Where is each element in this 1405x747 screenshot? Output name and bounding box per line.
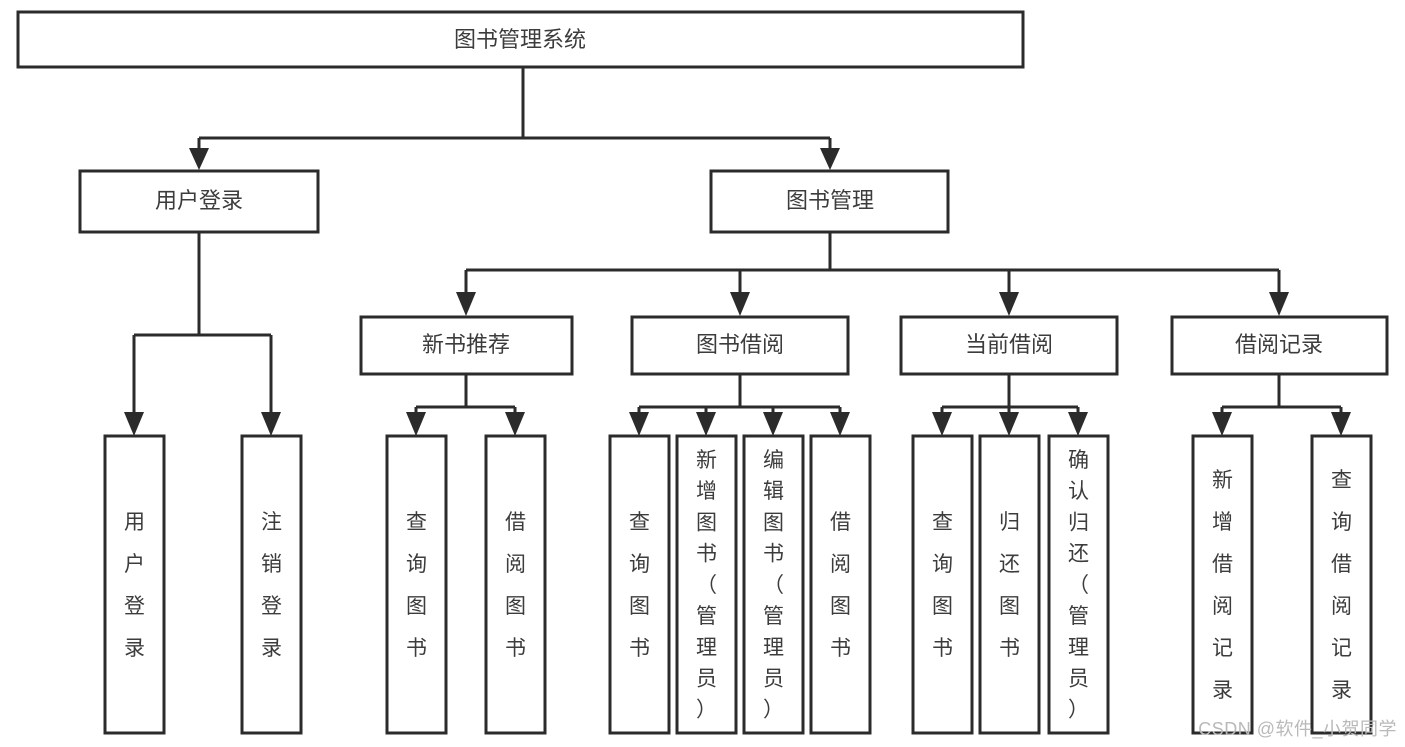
node-book-borrow-label: 图书借阅 [696,332,784,357]
leaf-node-label: 确认归还（管理员） [1068,449,1089,722]
leaf-node-label: 新增借阅记录 [1212,469,1233,702]
arrow-head-bookborrow-leaf-1 [629,412,649,436]
arrow-head-currentborrow-leaf-3 [1068,412,1088,436]
leaf-node-new-book-recommend-2[interactable]: 借阅图书 [484,434,547,735]
node-borrow-record-box [1170,315,1389,376]
node-book-manage-label: 图书管理 [786,188,874,213]
leaf-node-label: 查询图书 [406,511,427,660]
leaf-node-label: 用户登录 [124,511,145,660]
leaf-node-label: 借阅图书 [830,511,851,660]
leaf-node-current-borrow-2[interactable]: 归还图书 [978,434,1041,735]
leaf-node-box [484,434,547,735]
node-root-box [16,10,1025,69]
leaf-node-new-book-recommend-1[interactable]: 查询图书 [385,434,448,735]
leaf-node-label: 查询借阅记录 [1331,469,1352,702]
arrow-head-bookborrow-leaf-3 [763,412,783,436]
leaf-node-current-borrow-3[interactable]: 确认归还（管理员） [1047,434,1110,735]
arrow-head-current-borrow [999,292,1019,316]
leaf-node-box [978,434,1041,735]
leaf-node-user-login-2[interactable]: 注销登录 [240,434,303,735]
node-current-borrow-label: 当前借阅 [965,332,1053,357]
leaf-node-label: 编辑图书（管理员） [763,449,784,722]
arrow-head-currentborrow-leaf-2 [999,412,1019,436]
leaf-node-book-borrow-2[interactable]: 新增图书（管理员） [675,434,738,735]
leaf-node-box [608,434,671,735]
leaf-node-label: 归还图书 [999,511,1020,660]
node-root[interactable]: 图书管理系统 [16,10,1025,69]
node-current-borrow-box [899,315,1119,376]
arrow-head-borrowrecord-leaf-1 [1212,412,1232,436]
node-current-borrow[interactable]: 当前借阅 [899,315,1119,376]
leaf-layer: 用户登录 注销登录 查询图书 借阅图书 查询图书 新增图书（管理员） 编辑图书（管理员） 借阅… [103,434,1373,735]
arrow-head-bookborrow-leaf-4 [830,412,850,436]
leaf-node-label: 新增图书（管理员） [696,449,717,722]
leaf-node-box [103,434,166,735]
leaf-node-box [911,434,974,735]
arrow-head-newbook-leaf-2 [505,412,525,436]
leaf-node-book-borrow-1[interactable]: 查询图书 [608,434,671,735]
arrow-head-new-book [456,292,476,316]
arrow-head-currentborrow-leaf-1 [932,412,952,436]
arrow-head-leaf-user-login [124,412,144,436]
leaf-node-box [1310,434,1373,735]
leaf-node-user-login-1[interactable]: 用户登录 [103,434,166,735]
leaf-node-box [1047,434,1110,735]
leaf-node-box [385,434,448,735]
node-user-login-label: 用户登录 [155,188,243,213]
leaf-node-box [809,434,872,735]
node-user-login[interactable]: 用户登录 [78,169,320,234]
leaf-node-label: 查询图书 [932,511,953,660]
node-book-borrow[interactable]: 图书借阅 [630,315,850,376]
leaf-node-label: 查询图书 [629,511,650,660]
leaf-node-box [1191,434,1254,735]
leaf-node-label: 注销登录 [261,511,282,660]
node-book-borrow-box [630,315,850,376]
leaf-node-label: 借阅图书 [505,511,526,660]
node-root-label: 图书管理系统 [454,27,586,52]
node-user-login-box [78,169,320,234]
node-book-manage-box [709,169,950,234]
arrow-head-book-borrow [730,292,750,316]
arrow-head-user-login [189,148,209,170]
node-new-book-recommend-box [359,315,574,376]
leaf-node-borrow-record-1[interactable]: 新增借阅记录 [1191,434,1254,735]
leaf-node-box [742,434,805,735]
arrow-head-borrowrecord-leaf-2 [1331,412,1351,436]
connector-layer [124,67,1351,436]
arrow-head-borrow-record [1269,292,1289,316]
leaf-node-box [675,434,738,735]
leaf-node-current-borrow-1[interactable]: 查询图书 [911,434,974,735]
node-new-book-recommend[interactable]: 新书推荐 [359,315,574,376]
leaf-node-box [240,434,303,735]
arrow-head-bookborrow-leaf-2 [696,412,716,436]
leaf-node-borrow-record-2[interactable]: 查询借阅记录 [1310,434,1373,735]
leaf-node-book-borrow-4[interactable]: 借阅图书 [809,434,872,735]
node-borrow-record[interactable]: 借阅记录 [1170,315,1389,376]
node-borrow-record-label: 借阅记录 [1235,332,1323,357]
node-book-manage[interactable]: 图书管理 [709,169,950,234]
leaf-node-book-borrow-3[interactable]: 编辑图书（管理员） [742,434,805,735]
arrow-head-book-manage [820,148,840,170]
arrow-head-leaf-logout [261,412,281,436]
node-new-book-recommend-label: 新书推荐 [422,332,510,357]
arrow-head-newbook-leaf-1 [406,412,426,436]
